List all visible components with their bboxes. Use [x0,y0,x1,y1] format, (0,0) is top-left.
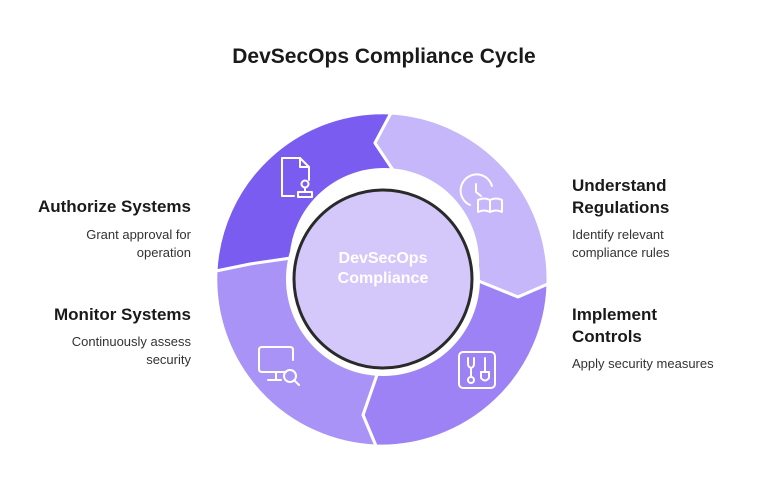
implement-controls-description: Apply security measures [572,356,714,371]
center-label-line-1: DevSecOps [339,250,428,267]
authorization-stamp-icon [281,157,313,198]
monitor-systems-description: Continuously assess security [71,334,191,367]
understand-regulations-description: Identify relevant compliance rules [572,227,670,260]
clock-book-icon [459,173,503,213]
diagram-title: DevSecOps Compliance Cycle [232,45,536,68]
implement-controls-heading: Implement Controls [572,305,658,346]
center-label-line-2: Compliance [338,270,429,287]
understand-regulations-heading: Understand Regulations [572,176,670,217]
center-disc [292,188,474,370]
authorize-systems-heading: Authorize Systems [37,197,191,216]
authorize-systems-description: Grant approval for operation [86,227,191,260]
monitor-systems-heading: Monitor Systems [54,305,191,324]
monitor-search-icon [258,346,300,386]
tools-icon [458,351,496,389]
